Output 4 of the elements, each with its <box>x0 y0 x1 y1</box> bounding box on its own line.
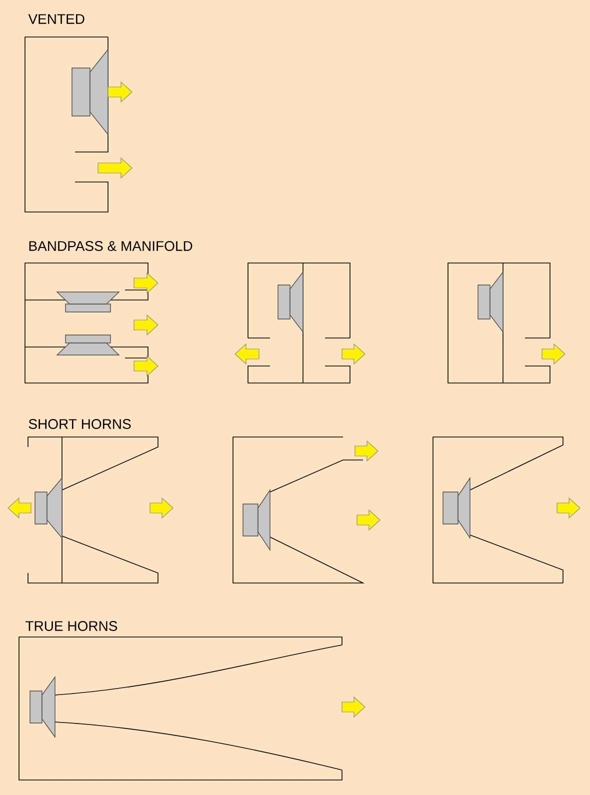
section-heading: BANDPASS & MANIFOLD <box>29 241 192 251</box>
section-heading: TRUE HORNS <box>26 621 118 631</box>
section-heading: SHORT HORNS <box>28 419 131 429</box>
section-heading: VENTED <box>28 14 84 24</box>
